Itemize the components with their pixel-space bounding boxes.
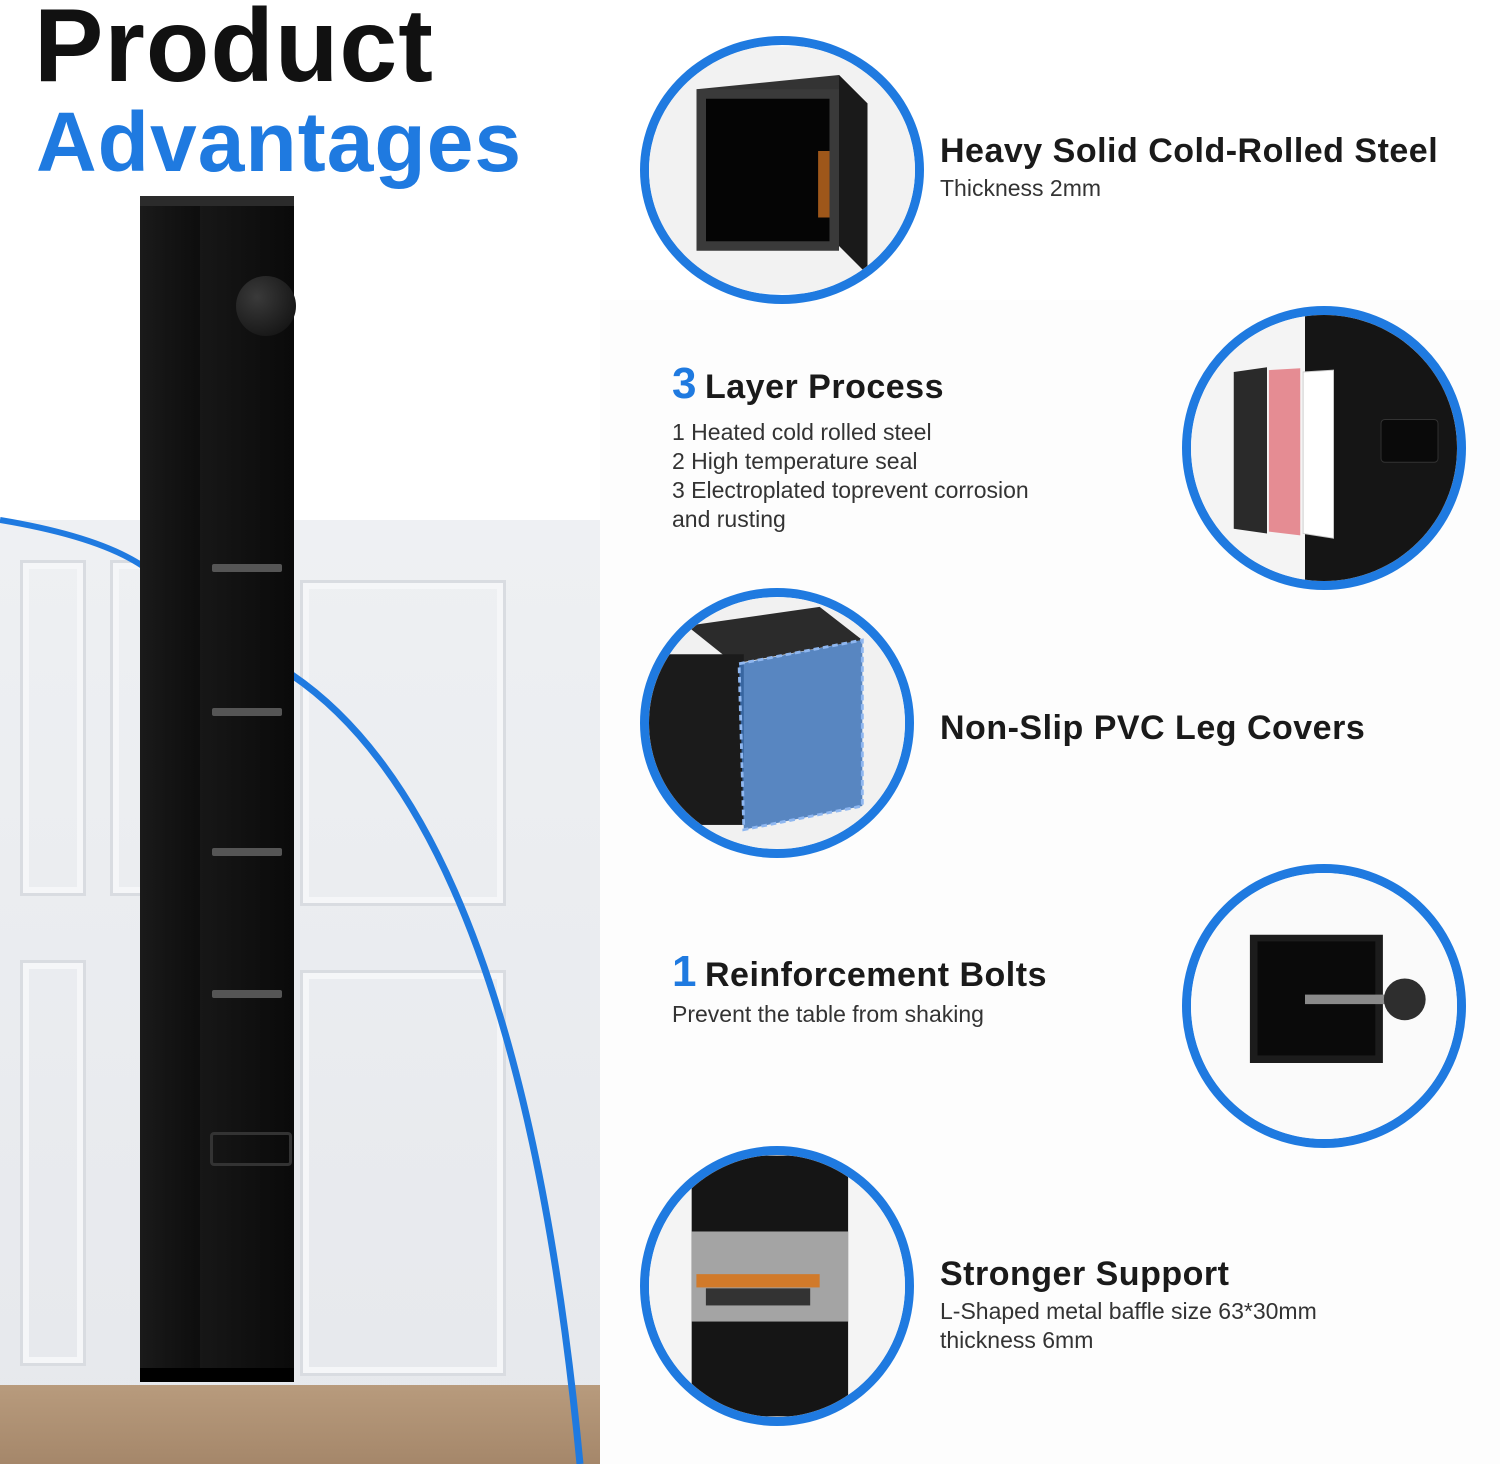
leg-foot — [140, 1368, 294, 1382]
feature-line: 3 Electroplated toprevent corrosion — [672, 477, 1029, 504]
wood-floor — [0, 1385, 600, 1464]
feature-heading: Stronger Support — [940, 1255, 1230, 1293]
leg-knob — [236, 276, 296, 336]
table-leg-image — [140, 196, 296, 1382]
feature-line: thickness 6mm — [940, 1327, 1094, 1354]
title-product: Product — [34, 0, 434, 104]
leg-top-cap — [140, 196, 294, 206]
feature-pvc: Non-Slip PVC Leg Covers — [940, 709, 1366, 747]
wall-panel — [300, 580, 506, 906]
feature-line: 1 Heated cold rolled steel — [672, 419, 932, 446]
feature-heading: Layer Process — [704, 368, 944, 406]
l-shaped-baffle-image — [640, 1146, 914, 1426]
feature-line: 2 High temperature seal — [672, 448, 918, 475]
feature-steel: Heavy Solid Cold-Rolled Steel Thickness … — [940, 132, 1439, 203]
wall-panel — [300, 970, 506, 1376]
pvc-leg-cover-image — [640, 588, 914, 858]
feature-support: Stronger Support L-Shaped metal baffle s… — [940, 1255, 1317, 1355]
reinforcement-bolt-image — [1182, 864, 1466, 1148]
wall-panel — [20, 960, 86, 1366]
leg-hook — [210, 1132, 292, 1166]
feature-number: 1 — [672, 947, 697, 996]
square-tube-cross-section-image — [640, 36, 924, 304]
leg-slot — [212, 848, 282, 856]
leg-slot — [212, 990, 282, 998]
leg-front-face — [200, 196, 294, 1382]
feature-line: and rusting — [672, 506, 786, 533]
feature-list: 1 Heated cold rolled steel 2 High temper… — [672, 418, 1029, 534]
feature-line: L-Shaped metal baffle size 63*30mm — [940, 1298, 1317, 1325]
feature-line: Prevent the table from shaking — [672, 1001, 984, 1028]
feature-heading: Non-Slip PVC Leg Covers — [940, 709, 1366, 747]
title-advantages: Advantages — [36, 95, 523, 189]
wall-panel — [20, 560, 86, 896]
feature-heading: Heavy Solid Cold-Rolled Steel — [940, 132, 1439, 170]
leg-slot — [212, 564, 282, 572]
feature-heading: Reinforcement Bolts — [704, 956, 1047, 994]
feature-number: 3 — [672, 359, 697, 408]
leg-slot — [212, 708, 282, 716]
feature-line: Thickness 2mm — [940, 175, 1102, 202]
three-layer-coating-image — [1182, 306, 1466, 590]
